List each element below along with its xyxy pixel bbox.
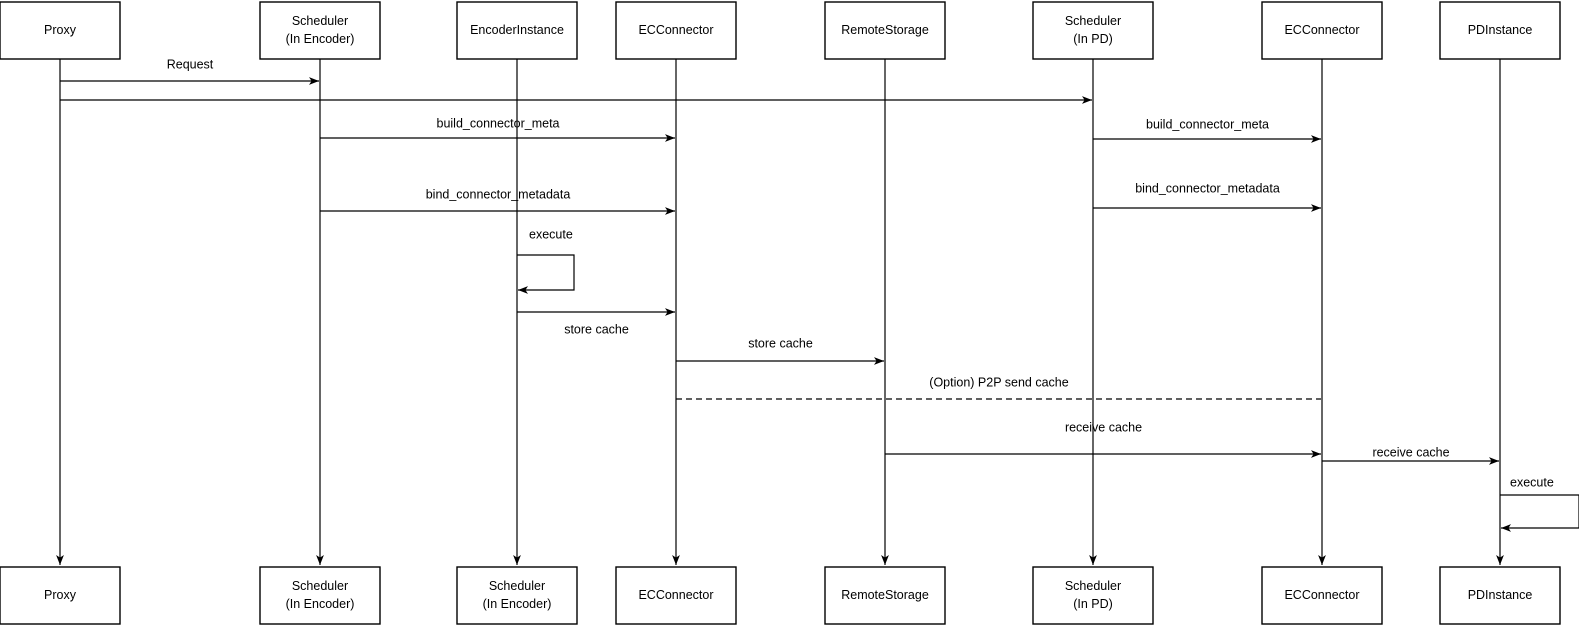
lifelines-layer (56, 59, 1504, 565)
message-m5[interactable]: bind_connector_metadata (320, 187, 675, 215)
participant-label-line1: RemoteStorage (841, 588, 929, 602)
participant-box-frame (615, 1, 737, 60)
participant-box-bottom-ecc_right[interactable]: ECConnector (1261, 566, 1383, 625)
self-message-path (517, 254, 575, 294)
message-m8[interactable]: store cache (676, 336, 884, 365)
participant-box-top-pd_inst[interactable]: PDInstance (1439, 1, 1561, 60)
participant-box-top-sched_pd[interactable]: Scheduler (In PD) (1032, 1, 1154, 60)
participant-label-line2: (In PD) (1073, 32, 1113, 46)
message-label: bind_connector_metadata (426, 187, 571, 201)
participant-label-line2: (In Encoder) (286, 597, 355, 611)
self-message-s1[interactable]: execute (517, 227, 575, 294)
participant-label-line1: PDInstance (1468, 588, 1533, 602)
participant-label-line1: Scheduler (1065, 579, 1121, 593)
message-m4[interactable]: build_connector_meta (1093, 117, 1321, 143)
messages-layer: Request build_connector_meta build_connect… (60, 57, 1499, 465)
participant-box-frame (824, 1, 946, 60)
participant-box-frame (259, 1, 381, 60)
participant-boxes-top: Proxy Scheduler (In Encoder) EncoderInstanc… (0, 1, 1561, 60)
participant-label-line1: Proxy (44, 23, 77, 37)
participant-label-line1: PDInstance (1468, 23, 1533, 37)
message-label: receive cache (1372, 445, 1449, 459)
participant-label-line1: Scheduler (292, 579, 348, 593)
self-messages-layer: execute execute (517, 227, 1579, 532)
participant-label-line1: ECConnector (1284, 588, 1359, 602)
message-m6[interactable]: bind_connector_metadata (1093, 181, 1321, 212)
participant-box-frame (1261, 566, 1383, 625)
message-m3[interactable]: build_connector_meta (320, 116, 675, 142)
participant-box-top-sched_enc[interactable]: Scheduler (In Encoder) (259, 1, 381, 60)
participant-box-frame (1261, 1, 1383, 60)
participant-box-frame (1032, 1, 1154, 60)
self-message-label: execute (529, 227, 573, 241)
message-label: store cache (748, 336, 813, 350)
participant-box-bottom-sched_pd[interactable]: Scheduler (In PD) (1032, 566, 1154, 625)
participant-box-frame (1032, 566, 1154, 625)
self-message-label: execute (1510, 475, 1554, 489)
participant-label-line2: (In Encoder) (483, 597, 552, 611)
participant-box-frame (615, 566, 737, 625)
self-message-s2[interactable]: execute (1500, 475, 1579, 532)
participant-box-bottom-proxy[interactable]: Proxy (0, 566, 121, 625)
participant-box-frame (456, 1, 578, 60)
self-message-path (1500, 494, 1579, 532)
participant-box-top-proxy[interactable]: Proxy (0, 1, 121, 60)
message-m11[interactable]: receive cache (1322, 445, 1499, 465)
message-m10[interactable]: receive cache (885, 420, 1321, 458)
participant-box-frame (0, 566, 121, 625)
participant-label-line1: Scheduler (292, 14, 348, 28)
participant-label-line2: (In Encoder) (286, 32, 355, 46)
message-label: receive cache (1065, 420, 1142, 434)
participant-label-line1: EncoderInstance (470, 23, 564, 37)
message-label: bind_connector_metadata (1135, 181, 1280, 195)
message-m1[interactable]: Request (60, 57, 319, 85)
message-m7[interactable]: store cache (517, 308, 675, 336)
message-m9[interactable]: (Option) P2P send cache (676, 375, 1321, 400)
participant-label-line1: RemoteStorage (841, 23, 929, 37)
participant-box-bottom-encoder_inst[interactable]: Scheduler (In Encoder) (456, 566, 578, 625)
participant-label-line1: Proxy (44, 588, 77, 602)
participant-label-line1: ECConnector (1284, 23, 1359, 37)
participant-box-top-ecc_left[interactable]: ECConnector (615, 1, 737, 60)
message-label: (Option) P2P send cache (929, 375, 1068, 389)
participant-box-bottom-remote[interactable]: RemoteStorage (824, 566, 946, 625)
message-label: store cache (564, 322, 629, 336)
participant-box-top-remote[interactable]: RemoteStorage (824, 1, 946, 60)
participant-boxes-bottom: Proxy Scheduler (In Encoder) Scheduler (In E… (0, 566, 1561, 625)
participant-label-line1: Scheduler (1065, 14, 1121, 28)
participant-label-line2: (In PD) (1073, 597, 1113, 611)
participant-box-frame (824, 566, 946, 625)
participant-label-line1: Scheduler (489, 579, 545, 593)
participant-box-top-ecc_right[interactable]: ECConnector (1261, 1, 1383, 60)
participant-label-line1: ECConnector (638, 588, 713, 602)
participant-box-frame (1439, 566, 1561, 625)
participant-box-bottom-sched_enc[interactable]: Scheduler (In Encoder) (259, 566, 381, 625)
message-label: build_connector_meta (1146, 117, 1269, 131)
participant-box-top-encoder_inst[interactable]: EncoderInstance (456, 1, 578, 60)
participant-box-frame (259, 566, 381, 625)
participant-label-line1: ECConnector (638, 23, 713, 37)
participant-box-bottom-pd_inst[interactable]: PDInstance (1439, 566, 1561, 625)
message-label: build_connector_meta (437, 116, 560, 130)
participant-box-frame (0, 1, 121, 60)
participant-box-frame (1439, 1, 1561, 60)
participant-box-frame (456, 566, 578, 625)
participant-box-bottom-ecc_left[interactable]: ECConnector (615, 566, 737, 625)
message-label: Request (167, 57, 214, 71)
